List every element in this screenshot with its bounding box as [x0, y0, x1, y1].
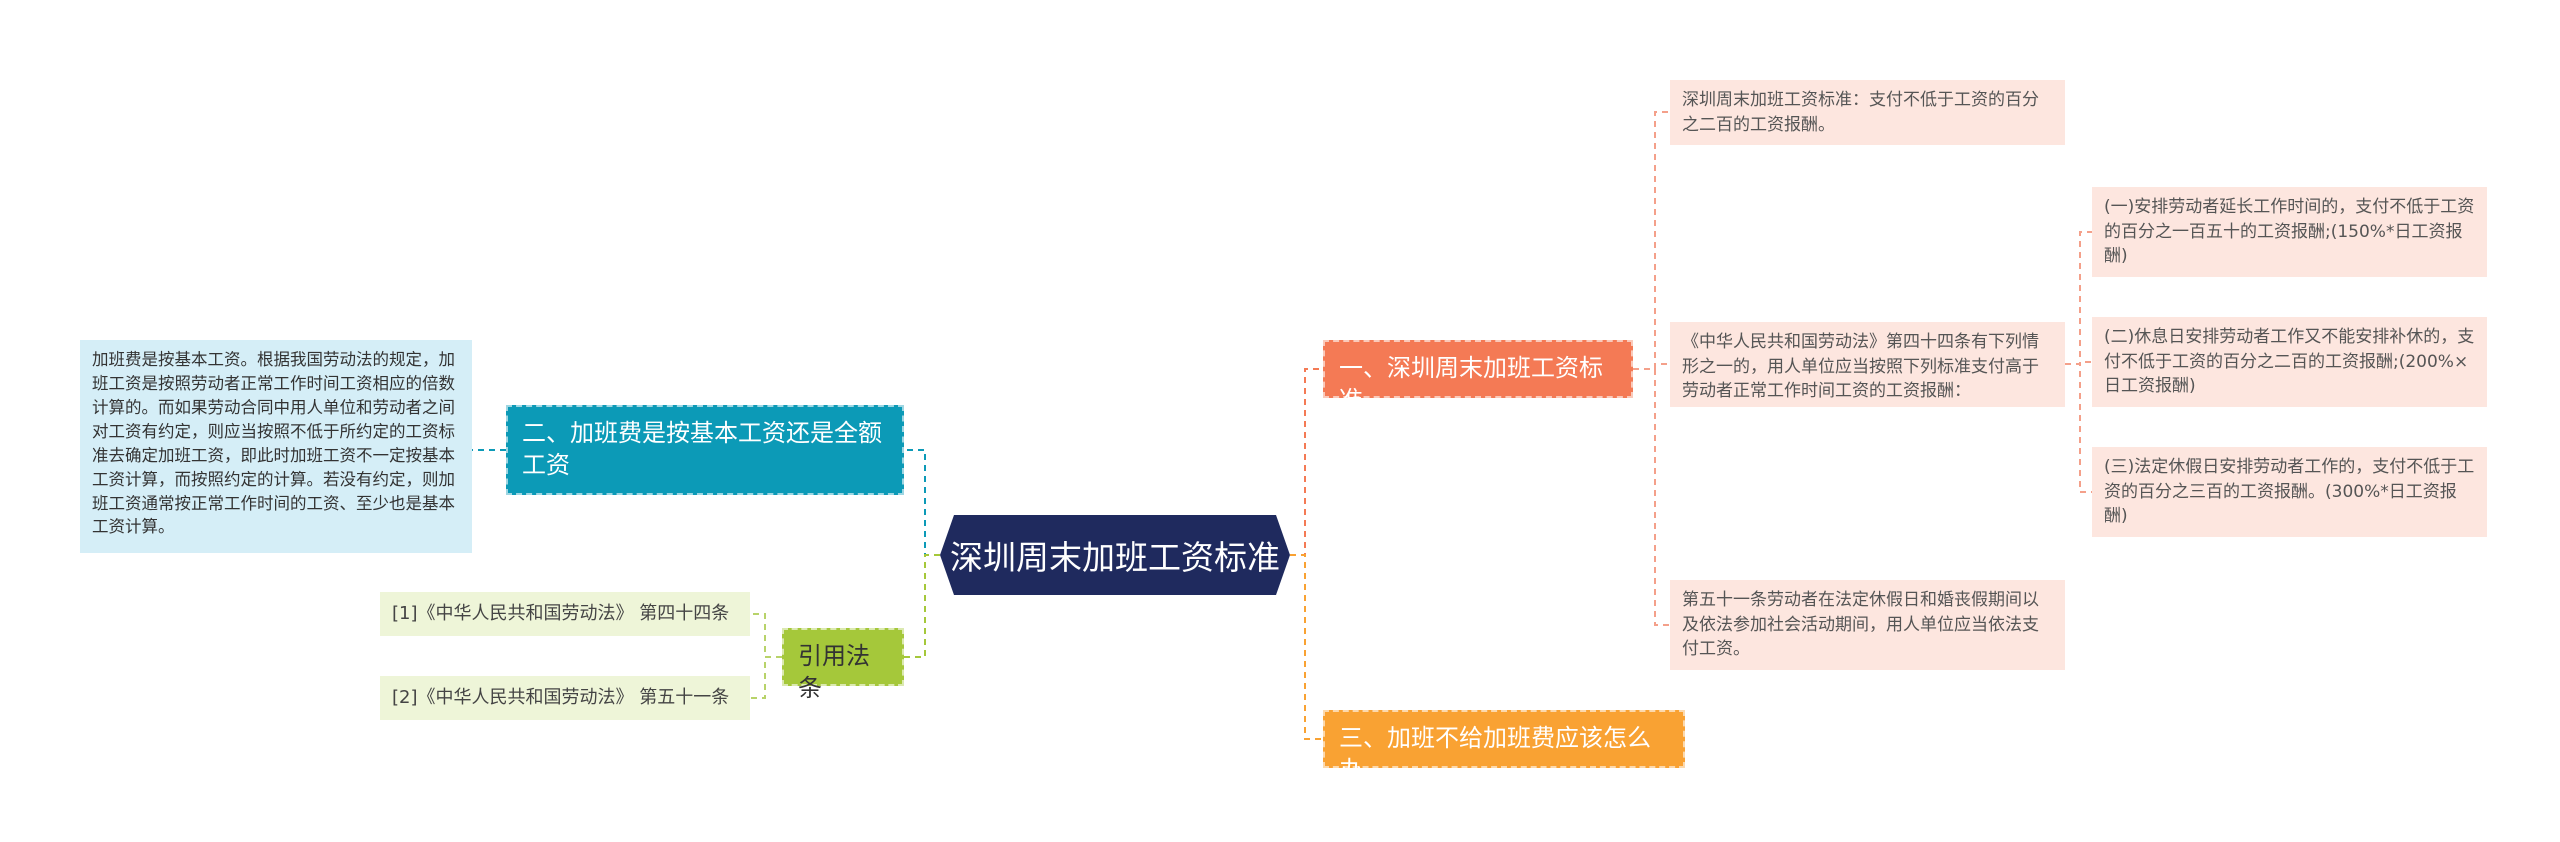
- branch-cited-laws[interactable]: 引用法条: [782, 628, 904, 702]
- leaf-text: (一)安排劳动者延长工作时间的，支付不低于工资的百分之一百五十的工资报酬;(15…: [2104, 197, 2475, 267]
- branch-label: 二、加班费是按基本工资还是全额工资: [522, 419, 882, 480]
- branch-label: 引用法条: [798, 642, 870, 703]
- leaf-text: 加班费是按基本工资。根据我国劳动法的规定，加班工资是按照劳动者正常工作时间工资相…: [92, 350, 455, 537]
- root-topic-label: 深圳周末加班工资标准: [950, 538, 1280, 577]
- leaf-text: 《中华人民共和国劳动法》第四十四条有下列情形之一的，用人单位应当按照下列标准支付…: [1682, 332, 2039, 402]
- leaf-citation-51[interactable]: [2]《中华人民共和国劳动法》 第五十一条: [380, 676, 750, 720]
- link-root-b3: [1290, 554, 1323, 740]
- leaf-text: [1]《中华人民共和国劳动法》 第四十四条: [392, 603, 730, 624]
- link-o2-s1: [2065, 231, 2092, 365]
- link-root-b4: [904, 554, 940, 658]
- leaf-base-wage-explanation[interactable]: 加班费是按基本工资。根据我国劳动法的规定，加班工资是按照劳动者正常工作时间工资相…: [80, 340, 472, 553]
- leaf-text: (三)法定休假日安排劳动者工作的，支付不低于工资的百分之三百的工资报酬。(300…: [2104, 457, 2475, 527]
- branch-label: 三、加班不给加班费应该怎么办: [1339, 724, 1651, 785]
- root-topic[interactable]: 深圳周末加班工资标准: [940, 515, 1290, 595]
- branch-overtime-standard[interactable]: 一、深圳周末加班工资标准: [1323, 340, 1633, 414]
- branch-label: 一、深圳周末加班工资标准: [1339, 354, 1603, 415]
- link-b4-g2: [750, 656, 782, 699]
- leaf-text: [2]《中华人民共和国劳动法》 第五十一条: [392, 687, 730, 708]
- link-root-b2: [904, 449, 940, 556]
- link-b1-o3: [1633, 368, 1670, 626]
- leaf-standard-summary[interactable]: 深圳周末加班工资标准：支付不低于工资的百分之二百的工资报酬。: [1670, 80, 2065, 145]
- link-b1-o1: [1633, 111, 1670, 370]
- leaf-citation-44[interactable]: [1]《中华人民共和国劳动法》 第四十四条: [380, 592, 750, 636]
- link-b4-g1: [750, 613, 782, 658]
- leaf-article-44[interactable]: 《中华人民共和国劳动法》第四十四条有下列情形之一的，用人单位应当按照下列标准支付…: [1670, 322, 2065, 407]
- leaf-text: (二)休息日安排劳动者工作又不能安排补休的，支付不低于工资的百分之二百的工资报酬…: [2104, 327, 2475, 397]
- leaf-text: 深圳周末加班工资标准：支付不低于工资的百分之二百的工资报酬。: [1682, 90, 2039, 135]
- leaf-rule-200[interactable]: (二)休息日安排劳动者工作又不能安排补休的，支付不低于工资的百分之二百的工资报酬…: [2092, 317, 2487, 407]
- branch-no-overtime-pay[interactable]: 三、加班不给加班费应该怎么办: [1323, 710, 1685, 784]
- leaf-article-51[interactable]: 第五十一条劳动者在法定休假日和婚丧假期间以及依法参加社会活动期间，用人单位应当依…: [1670, 580, 2065, 670]
- leaf-rule-150[interactable]: (一)安排劳动者延长工作时间的，支付不低于工资的百分之一百五十的工资报酬;(15…: [2092, 187, 2487, 277]
- branch-base-or-full-wage[interactable]: 二、加班费是按基本工资还是全额工资: [506, 405, 904, 495]
- link-o2-s3: [2065, 363, 2092, 493]
- leaf-text: 第五十一条劳动者在法定休假日和婚丧假期间以及依法参加社会活动期间，用人单位应当依…: [1682, 590, 2039, 660]
- leaf-rule-300[interactable]: (三)法定休假日安排劳动者工作的，支付不低于工资的百分之三百的工资报酬。(300…: [2092, 447, 2487, 537]
- link-root-b1: [1290, 368, 1323, 556]
